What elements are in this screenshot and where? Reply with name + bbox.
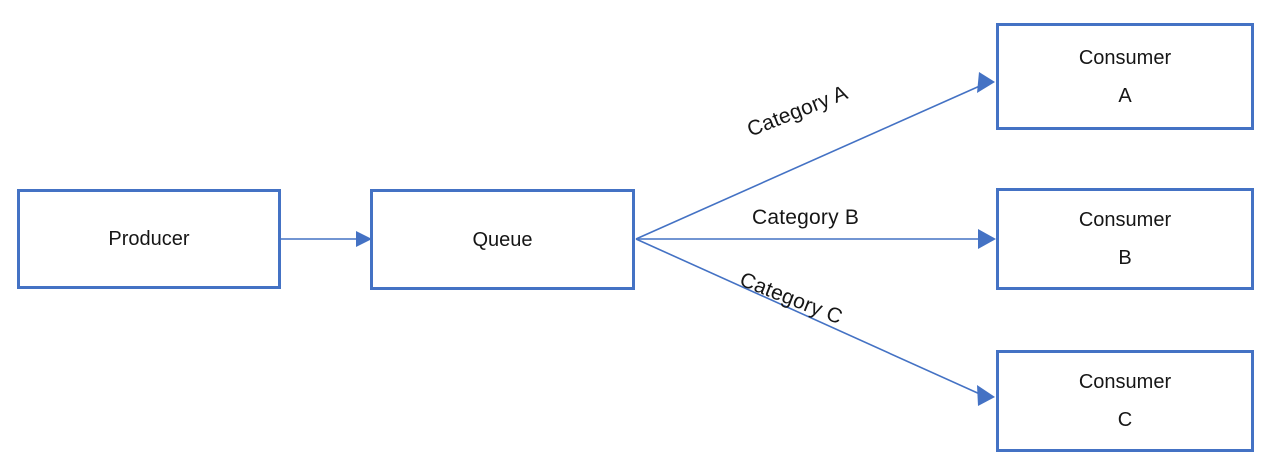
arrowhead-queue-to-consumer-b xyxy=(978,229,996,249)
edge-label-category-a: Category A xyxy=(744,81,851,142)
node-consumer-a-label-line2: A xyxy=(1118,84,1132,107)
node-producer-label-line1: Producer xyxy=(108,228,190,250)
edge-queue-to-consumer-b xyxy=(636,229,996,249)
edge-queue-to-consumer-c xyxy=(635,238,995,406)
node-consumer-b[interactable]: Consumer B xyxy=(996,188,1254,290)
edge-producer-to-queue xyxy=(281,231,372,247)
node-consumer-a-label-line1: Consumer xyxy=(1078,46,1172,69)
node-consumer-b-label-line1: Consumer xyxy=(1078,209,1172,231)
node-consumer-c-label-line2: C xyxy=(1117,409,1133,431)
node-queue-label-line1: Queue xyxy=(472,228,533,251)
arrowhead-queue-to-consumer-c xyxy=(977,385,995,406)
node-producer[interactable]: Producer xyxy=(17,189,281,289)
node-consumer-c-label-line1: Consumer xyxy=(1078,371,1172,393)
arrowhead-queue-to-consumer-a xyxy=(977,72,995,93)
node-consumer-a[interactable]: Consumer A xyxy=(996,23,1254,130)
node-queue[interactable]: Queue xyxy=(370,189,635,290)
node-consumer-c[interactable]: Consumer C xyxy=(996,350,1254,452)
node-consumer-b-label-line2: B xyxy=(1118,247,1132,269)
edge-label-category-c: Category C xyxy=(736,268,846,330)
edge-label-category-b: Category B xyxy=(752,206,860,229)
